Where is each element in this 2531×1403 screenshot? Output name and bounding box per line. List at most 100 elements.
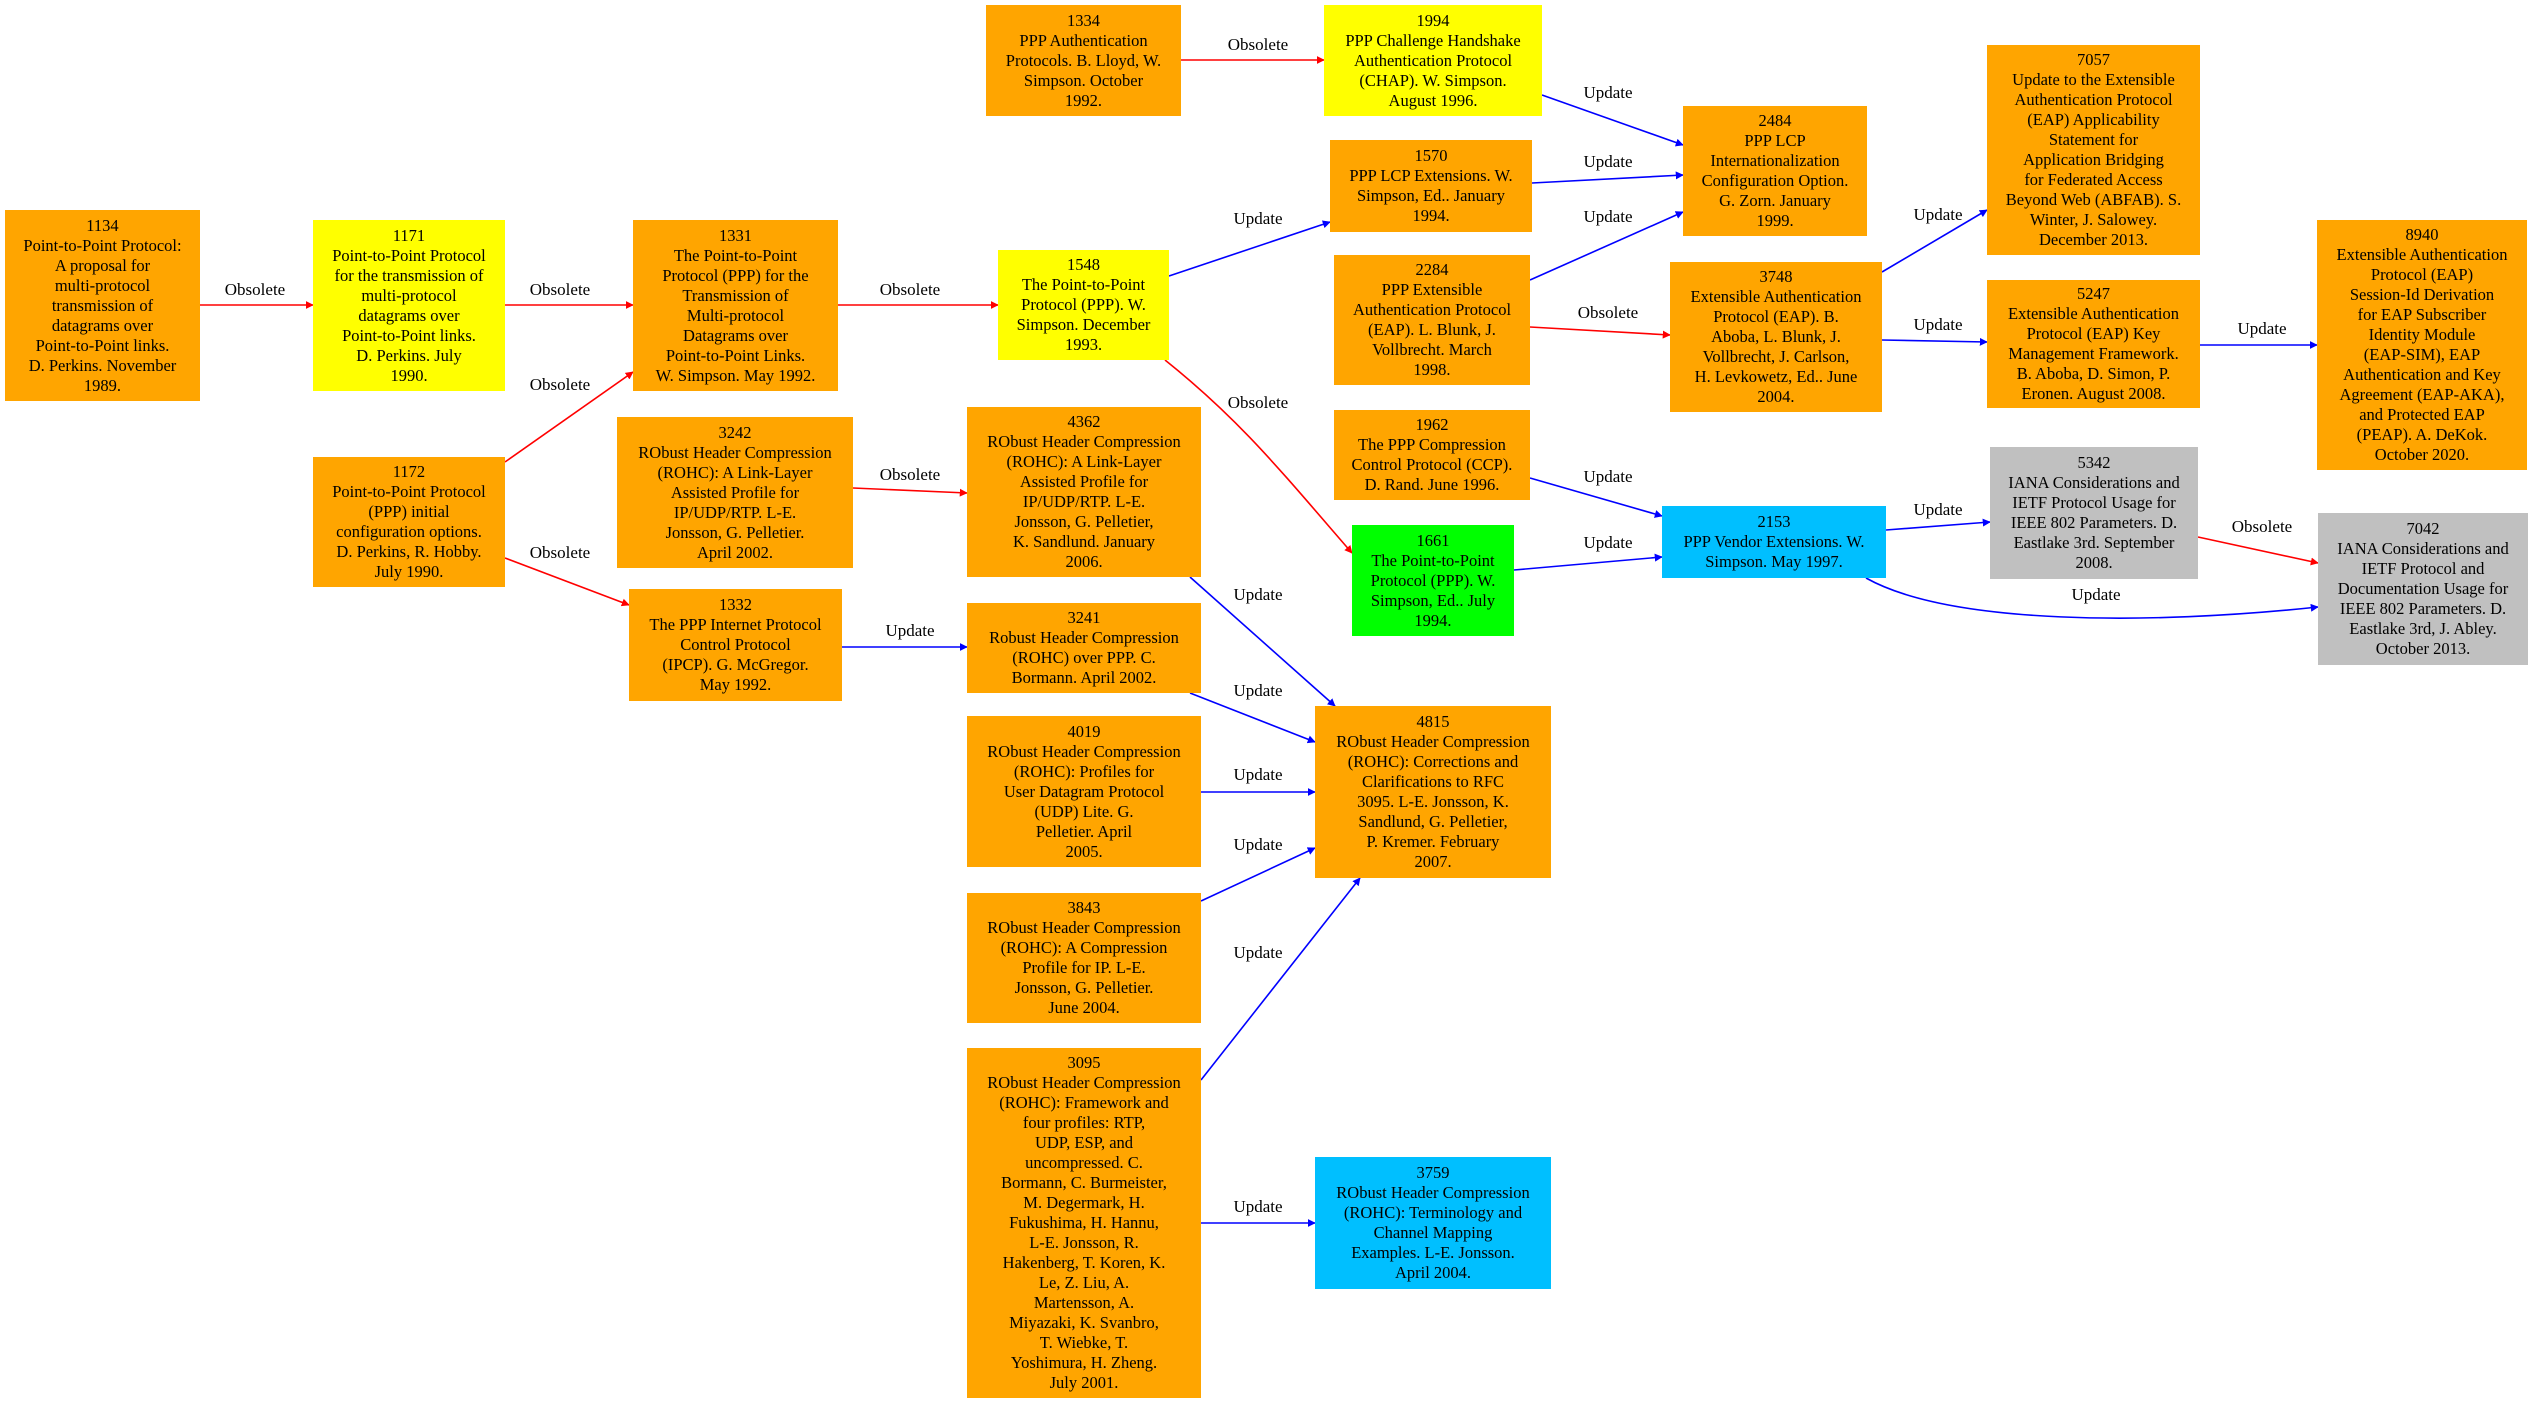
rfc-text-line: (ROHC) over PPP. C. [1012,648,1156,667]
rfc-text-line: Eastlake 3rd. September [2013,533,2175,552]
rfc-text-line: (ROHC): A Link-Layer [657,462,813,482]
edge-1962-to-2153 [1529,477,1663,518]
edge-2153-to-7042 [1865,577,2319,619]
rfc-number: 4019 [1067,721,1101,741]
edge-2284-to-2484 [1529,211,1684,281]
rfc-text-line: Protocol (EAP). B. [1713,307,1839,326]
rfc-text-line: Eastlake 3rd, J. Abley. [2349,619,2497,638]
rfc-text-line: April 2004. [1394,1263,1472,1282]
edge-label-1171-to-1331: Obsolete [530,280,590,299]
rfc-text-line: multi-protocol [361,285,457,305]
rfc-number: 1994 [1416,10,1450,30]
edge-1172-to-1332 [504,557,630,607]
rfc-text-line: IEEE 802 Parameters. D. [2010,513,2178,532]
rfc-text-line: IP/UDP/RTP. L-E. [1022,492,1146,511]
rfc-text-line: (PEAP). A. DeKok. [2356,425,2488,444]
rfc-text-line: Point-to-Point Protocol [332,482,486,501]
rfc-text-line: Miyazaki, K. Svanbro, [1009,1313,1159,1332]
rfc-text-line: Beyond Web (ABFAB). S. [2005,190,2182,209]
rfc-text-line: K. Sandlund. January [1012,532,1156,551]
rfc-text-line: 3095. L-E. Jonsson, K. [1357,792,1509,811]
rfc-text-line: Hakenberg, T. Koren, K. [1002,1253,1166,1272]
edge-1661-to-2153 [1513,553,1663,571]
rfc-text-line: (ROHC): Terminology and [1343,1203,1523,1222]
rfc-text-line: 1992. [1064,90,1103,110]
rfc-text-line: (IPCP). G. McGregor. [662,655,809,674]
rfc-text-line: configuration options. [336,522,482,541]
rfc-text-line: June 2004. [1048,998,1120,1017]
edge-label-4362-to-4815: Update [1233,585,1282,604]
edge-label-3095-to-3759: Update [1233,1197,1282,1216]
rfc-text-line: Protocol (EAP) Key [2026,324,2161,343]
rfc-text-line: G. Zorn. January [1719,191,1831,210]
edge-label-4019-to-4815: Update [1233,765,1282,784]
rfc-text-line: Protocol (PPP) for the [662,265,809,285]
rfc-text-line: Jonsson, G. Pelletier, [1014,512,1154,531]
rfc-text-line: M. Degermark, H. [1023,1193,1145,1212]
edge-label-2284-to-2484: Update [1583,207,1632,226]
rfc-text-line: (ROHC): Corrections and [1347,752,1519,771]
edge-3748-to-7057 [1881,209,1988,273]
rfc-text-line: IANA Considerations and [2337,539,2509,558]
rfc-text-line: Simpson, Ed.. July [1370,590,1496,610]
rfc-text-line: PPP Challenge Handshake [1345,30,1521,50]
rfc-text-line: IETF Protocol Usage for [2012,493,2176,512]
rfc-text-line: Control Protocol (CCP). [1351,455,1513,474]
edge-label-3843-to-4815: Update [1233,835,1282,854]
rfc-number: 3843 [1067,898,1101,917]
rfc-text-line: B. Aboba, D. Simon, P. [2016,364,2171,383]
edge-label-1172-to-1331: Obsolete [530,375,590,394]
rfc-text-line: Assisted Profile for [1019,472,1149,491]
rfc-text-line: Eronen. August 2008. [2021,384,2166,403]
rfc-text-line: 1989. [83,375,122,395]
rfc-number: 2153 [1757,512,1791,531]
rfc-text-line: datagrams over [51,315,154,335]
rfc-number: 2284 [1415,260,1449,279]
rfc-text-line: PPP Vendor Extensions. W. [1683,532,1865,551]
edge-label-1334-to-1994: Obsolete [1228,35,1288,54]
edge-label-2284-to-3748: Obsolete [1578,303,1638,322]
rfc-text-line: Point-to-Point Protocol [332,245,486,265]
rfc-text-line: Point-to-Point Protocol: [23,235,182,255]
rfc-text-line: The PPP Internet Protocol [649,615,822,634]
rfc-text-line: for the transmission of [334,265,484,285]
rfc-number: 7057 [2076,50,2110,69]
rfc-number: 1661 [1416,530,1450,550]
rfc-text-line: Simpson, Ed.. January [1356,186,1506,205]
rfc-text-line: Multi-protocol [686,305,785,325]
rfc-text-line: Protocols. B. Lloyd, W. [1005,50,1162,70]
rfc-text-line: 2006. [1065,552,1103,571]
rfc-text-line: Aboba, L. Blunk, J. [1711,327,1841,346]
edge-1548-to-1570 [1168,220,1331,277]
rfc-text-line: Agreement (EAP-AKA), [2339,385,2505,404]
edge-label-5247-to-8940: Update [2237,319,2286,338]
rfc-number: 3095 [1067,1053,1101,1072]
rfc-number: 1962 [1415,415,1449,434]
edge-3095-to-4815 [1200,877,1361,1081]
rfc-text-line: (ROHC): Framework and [999,1093,1169,1112]
rfc-text-line: July 2001. [1049,1373,1119,1392]
rfc-text-line: Identity Module [2368,325,2476,344]
rfc-text-line: Authentication and Key [2343,365,2501,384]
rfc-number: 1171 [392,225,426,245]
rfc-text-line: IANA Considerations and [2008,473,2180,492]
rfc-number: 5247 [2076,284,2110,303]
edge-label-3748-to-7057: Update [1913,205,1962,224]
rfc-text-line: 1999. [1756,211,1794,230]
